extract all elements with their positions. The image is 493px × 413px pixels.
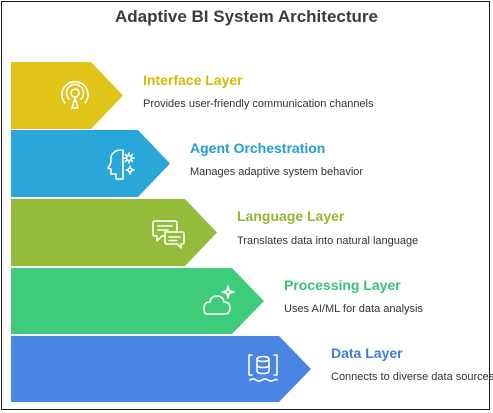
diagram-title: Adaptive BI System Architecture [115, 7, 378, 26]
